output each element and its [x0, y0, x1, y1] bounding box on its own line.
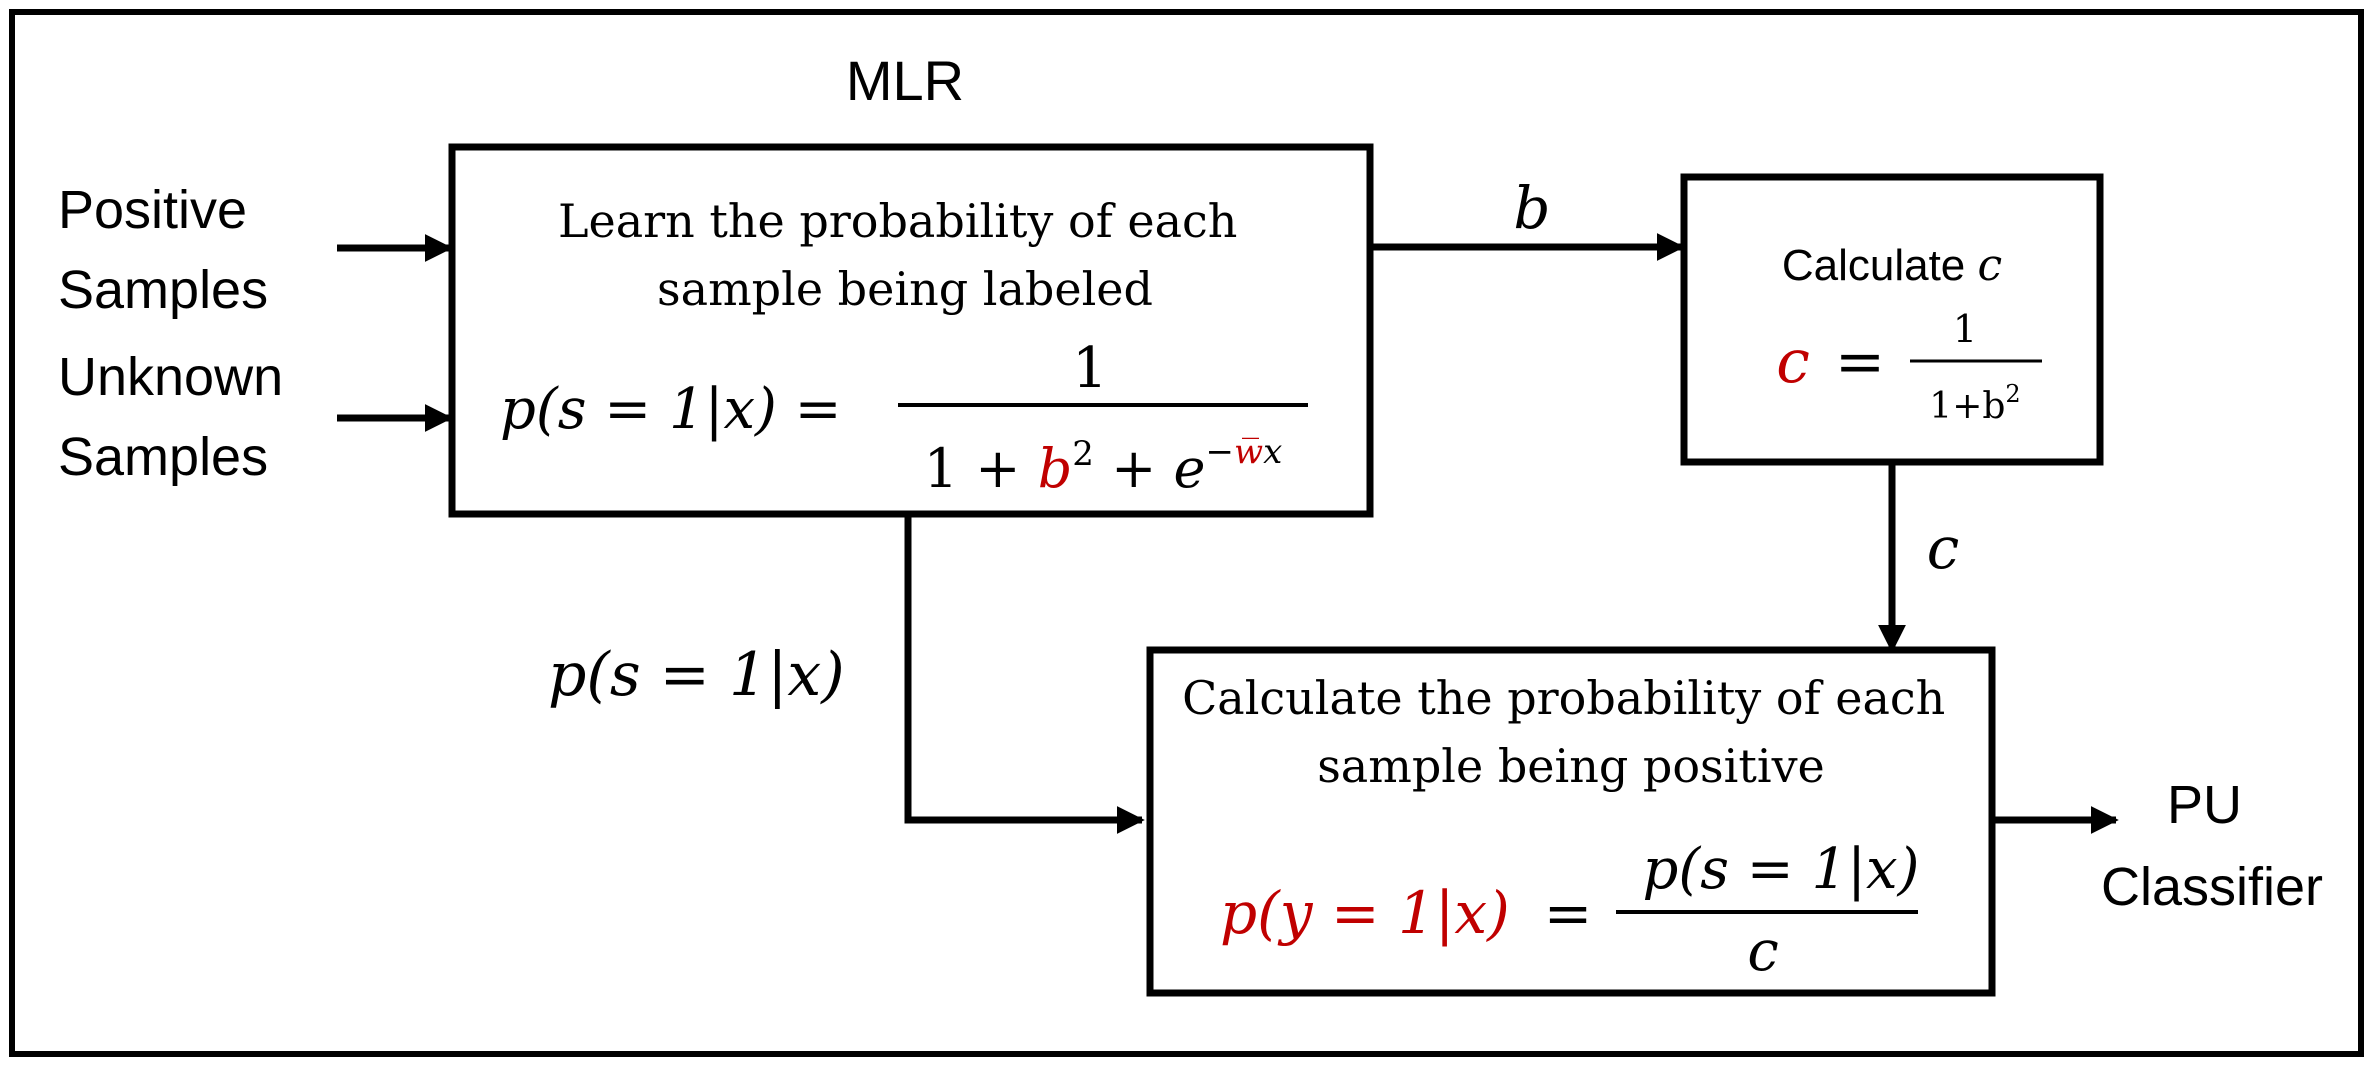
unknown-samples-label: Unknown Samples	[58, 347, 298, 487]
mlr-formula-denominator: 1 + b2 + e−w̅x	[924, 432, 1283, 500]
probability-arrow-label: p(s = 1|x)	[548, 640, 845, 710]
calculate-c-box	[1680, 173, 2104, 466]
calculate-c-eq: =	[1835, 327, 1885, 397]
outer-frame	[9, 9, 2364, 1057]
positive-formula-denominator: c	[1747, 919, 1778, 984]
probability-arrow	[904, 514, 1145, 834]
pu-classifier-label: PU Classifier	[2101, 775, 2323, 917]
mlr-title: MLR	[846, 49, 964, 112]
calculate-c-numerator: 1	[1953, 307, 1977, 351]
mlr-formula-lhs: p(s = 1|x) =	[500, 377, 842, 442]
positive-probability-box	[1146, 646, 1996, 997]
c-arrow-label: c	[1927, 514, 1959, 582]
positive-formula-numerator: p(s = 1|x)	[1643, 837, 1920, 902]
calculate-c-lhs: c	[1776, 327, 1810, 397]
b-arrow-label: b	[1513, 174, 1550, 242]
positive-samples-label: Positive Samples	[58, 180, 268, 320]
positive-probability-text: Calculate the probability of each sample…	[1182, 671, 1960, 793]
positive-formula-eq: =	[1544, 879, 1593, 947]
mlr-formula-numerator: 1	[1072, 336, 1108, 401]
calculate-c-label: Calculate c	[1782, 240, 2002, 291]
mlr-box-text: Learn the probability of each sample bei…	[558, 194, 1252, 316]
mlr-box	[448, 143, 1374, 518]
positive-formula-lhs: p(y = 1|x)	[1220, 879, 1510, 947]
calculate-c-denominator: 1+b2	[1929, 380, 2020, 427]
